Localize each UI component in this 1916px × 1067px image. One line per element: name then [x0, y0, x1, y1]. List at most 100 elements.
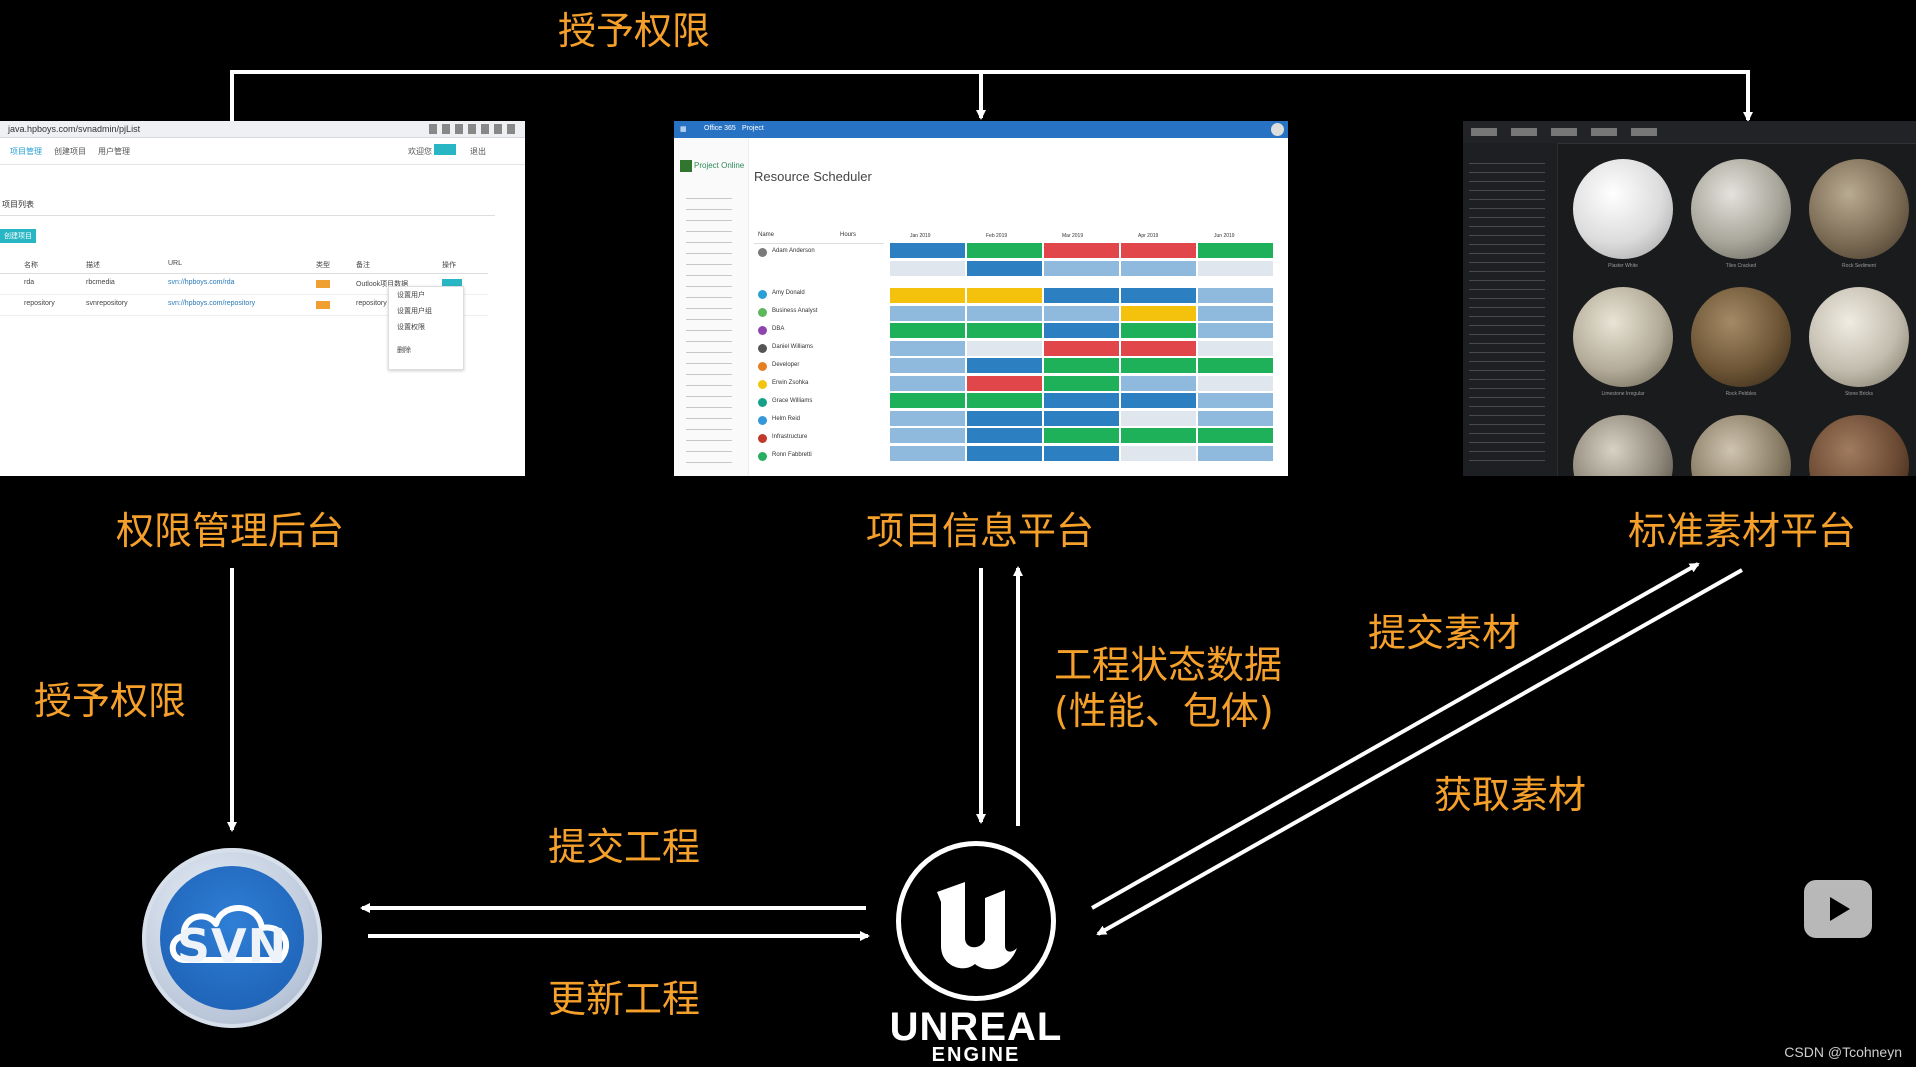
material-sphere[interactable] [1691, 159, 1791, 259]
material-sphere[interactable] [1809, 287, 1909, 387]
schedule-cell[interactable] [1198, 428, 1273, 443]
schedule-cell[interactable] [1044, 305, 1119, 321]
schedule-cell[interactable] [890, 410, 965, 426]
resource-row[interactable]: Developer [754, 358, 884, 376]
schedule-cell[interactable] [1044, 243, 1119, 258]
resource-row[interactable]: Adam Anderson [754, 244, 884, 262]
schedule-cell[interactable] [1121, 358, 1196, 373]
resource-row[interactable]: DBA [754, 322, 884, 340]
resource-row[interactable]: Ronn Fabbretti [754, 448, 884, 466]
logout-link[interactable]: 退出 [470, 147, 486, 156]
schedule-cell[interactable] [1121, 410, 1196, 426]
schedule-cell[interactable] [1044, 358, 1119, 373]
cell-link[interactable]: svn://hpboys.com/repository [168, 300, 256, 307]
schedule-cell[interactable] [1198, 288, 1273, 303]
schedule-cell[interactable] [1121, 323, 1196, 338]
schedule-cell[interactable] [1121, 428, 1196, 443]
schedule-cell[interactable] [1044, 375, 1119, 391]
schedule-cell[interactable] [890, 288, 965, 303]
browser-bar: java.hpboys.com/svnadmin/pjList [0, 121, 525, 138]
schedule-cell[interactable] [1044, 445, 1119, 461]
schedule-cell[interactable] [890, 393, 965, 408]
create-project-button[interactable]: 创建项目 [0, 229, 36, 243]
schedule-cell[interactable] [1044, 323, 1119, 338]
resource-row[interactable]: Erwin Zsohka [754, 376, 884, 394]
waffle-icon[interactable]: ▦ [680, 126, 687, 133]
schedule-cell[interactable] [1198, 358, 1273, 373]
schedule-cell[interactable] [967, 340, 1042, 356]
material-label: Limestone Irregular [1601, 391, 1645, 397]
resource-row[interactable]: Infrastructure [754, 430, 884, 448]
nav-tab-1[interactable]: 项目管理 [10, 147, 42, 156]
schedule-cell[interactable] [967, 305, 1042, 321]
schedule-cell[interactable] [890, 445, 965, 461]
schedule-cell[interactable] [1198, 410, 1273, 426]
op-button[interactable] [442, 279, 462, 289]
schedule-cell[interactable] [1121, 288, 1196, 303]
schedule-cell[interactable] [1121, 340, 1196, 356]
schedule-cell[interactable] [1198, 305, 1273, 321]
schedule-cell[interactable] [1044, 340, 1119, 356]
schedule-cell[interactable] [1044, 260, 1119, 276]
schedule-cell[interactable] [1121, 260, 1196, 276]
schedule-cell[interactable] [967, 323, 1042, 338]
material-sphere[interactable] [1691, 415, 1791, 476]
resource-row[interactable]: Daniel Williams [754, 340, 884, 358]
material-sphere[interactable] [1573, 159, 1673, 259]
schedule-cell[interactable] [1121, 445, 1196, 461]
resource-row[interactable]: Business Analyst [754, 304, 884, 322]
material-sphere[interactable] [1573, 415, 1673, 476]
schedule-cell[interactable] [890, 358, 965, 373]
menu-item[interactable]: 设置用户组 [397, 308, 432, 315]
schedule-cell[interactable] [1121, 393, 1196, 408]
schedule-cell[interactable] [1198, 243, 1273, 258]
schedule-cell[interactable] [967, 243, 1042, 258]
schedule-cell[interactable] [967, 288, 1042, 303]
schedule-cell[interactable] [1198, 260, 1273, 276]
schedule-cell[interactable] [890, 243, 965, 258]
resource-row[interactable]: Amy Donald [754, 286, 884, 304]
schedule-cell[interactable] [967, 375, 1042, 391]
schedule-cell[interactable] [1044, 393, 1119, 408]
menu-item[interactable]: 删除 [397, 347, 411, 354]
schedule-cell[interactable] [1121, 305, 1196, 321]
schedule-cell[interactable] [890, 260, 965, 276]
schedule-cell[interactable] [1198, 323, 1273, 338]
schedule-cell[interactable] [1198, 445, 1273, 461]
material-sphere[interactable] [1691, 287, 1791, 387]
schedule-cell[interactable] [967, 428, 1042, 443]
schedule-cell[interactable] [1044, 410, 1119, 426]
menu-item[interactable]: 设置用户 [397, 292, 425, 299]
material-sphere[interactable] [1573, 287, 1673, 387]
schedule-cell[interactable] [1121, 243, 1196, 258]
schedule-cell[interactable] [1198, 340, 1273, 356]
toolbar-icons [1471, 128, 1671, 136]
schedule-cell[interactable] [1121, 375, 1196, 391]
schedule-cell[interactable] [967, 260, 1042, 276]
schedule-cell[interactable] [890, 323, 965, 338]
schedule-cell[interactable] [890, 340, 965, 356]
schedule-cell[interactable] [967, 410, 1042, 426]
header-avatar[interactable] [1271, 123, 1284, 136]
play-logo-icon[interactable] [1804, 880, 1872, 938]
schedule-cell[interactable] [1044, 288, 1119, 303]
schedule-cell[interactable] [1044, 428, 1119, 443]
menu-item[interactable]: 设置权限 [397, 324, 425, 331]
engine-wordmark: ENGINE [931, 1044, 1021, 1066]
material-sphere[interactable] [1809, 159, 1909, 259]
schedule-cell[interactable] [1198, 393, 1273, 408]
schedule-cell[interactable] [967, 445, 1042, 461]
get-asset-label: 获取素材 [1434, 773, 1587, 817]
cell-link[interactable]: svn://hpboys.com/rda [168, 279, 235, 286]
schedule-cell[interactable] [890, 305, 965, 321]
material-sphere[interactable] [1809, 415, 1909, 476]
nav-tab-2[interactable]: 创建项目 [54, 147, 86, 156]
schedule-cell[interactable] [967, 358, 1042, 373]
resource-row[interactable]: Grace Williams [754, 394, 884, 412]
nav-tab-3[interactable]: 用户管理 [98, 147, 130, 156]
schedule-cell[interactable] [890, 428, 965, 443]
schedule-cell[interactable] [967, 393, 1042, 408]
schedule-cell[interactable] [890, 375, 965, 391]
schedule-cell[interactable] [1198, 375, 1273, 391]
resource-row[interactable]: Helm Reid [754, 412, 884, 430]
